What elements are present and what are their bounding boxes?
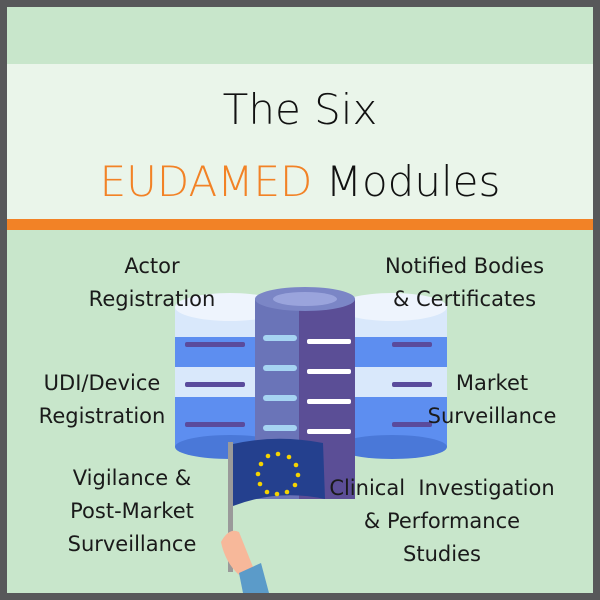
module-notified-bodies: Notified Bodies& Certificates (384, 254, 545, 311)
hand-icon (221, 530, 269, 593)
title-rest: Modules (325, 157, 501, 206)
title-line-2: EUDAMED Modules (7, 157, 593, 206)
title-accent: EUDAMED (99, 157, 313, 206)
divider (7, 219, 593, 230)
title-band (7, 64, 593, 226)
eu-flag-icon (228, 438, 325, 572)
title-line-1: The Six (222, 85, 378, 134)
infographic: The Six EUDAMED Modules (7, 7, 593, 593)
database-icon (175, 287, 447, 593)
